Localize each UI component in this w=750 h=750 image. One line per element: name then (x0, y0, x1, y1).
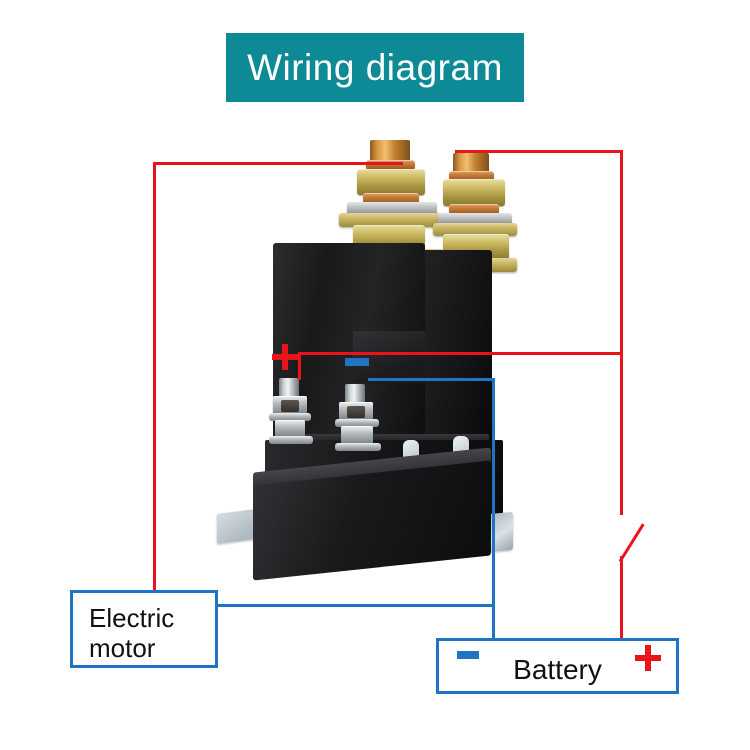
title-banner: Wiring diagram (226, 33, 524, 102)
wire-left-rail-to-motor (153, 162, 156, 592)
wire-right-rail-to-switch (620, 353, 623, 515)
wire-coil-negative-to-battery (492, 378, 495, 640)
page-title: Wiring diagram (247, 47, 503, 88)
electric-motor-box[interactable]: Electric motor (70, 590, 218, 668)
battery-positive-marker (635, 645, 661, 671)
wire-coil-positive-drop (298, 352, 301, 380)
relay-coil-negative-marker (345, 358, 369, 366)
wire-coil-positive-horizontal (298, 352, 623, 355)
relay-body-emboss (353, 331, 425, 383)
wire-right-rail-upper (620, 150, 623, 353)
relay-coil-positive-marker (272, 344, 298, 370)
wire-coil-negative-horizontal (368, 378, 495, 381)
relay-product-photo (217, 138, 555, 588)
battery-label: Battery (513, 654, 602, 685)
electric-motor-label: Electric motor (89, 603, 175, 663)
wire-motor-to-battery-negative (216, 604, 495, 607)
wire-right-stud-top (455, 150, 623, 153)
battery-negative-marker (457, 651, 479, 659)
wire-switch-to-battery-positive (620, 556, 623, 640)
battery-box[interactable]: Battery (436, 638, 679, 694)
wire-left-stud-top (153, 162, 403, 165)
relay-body-right-face (420, 250, 492, 445)
